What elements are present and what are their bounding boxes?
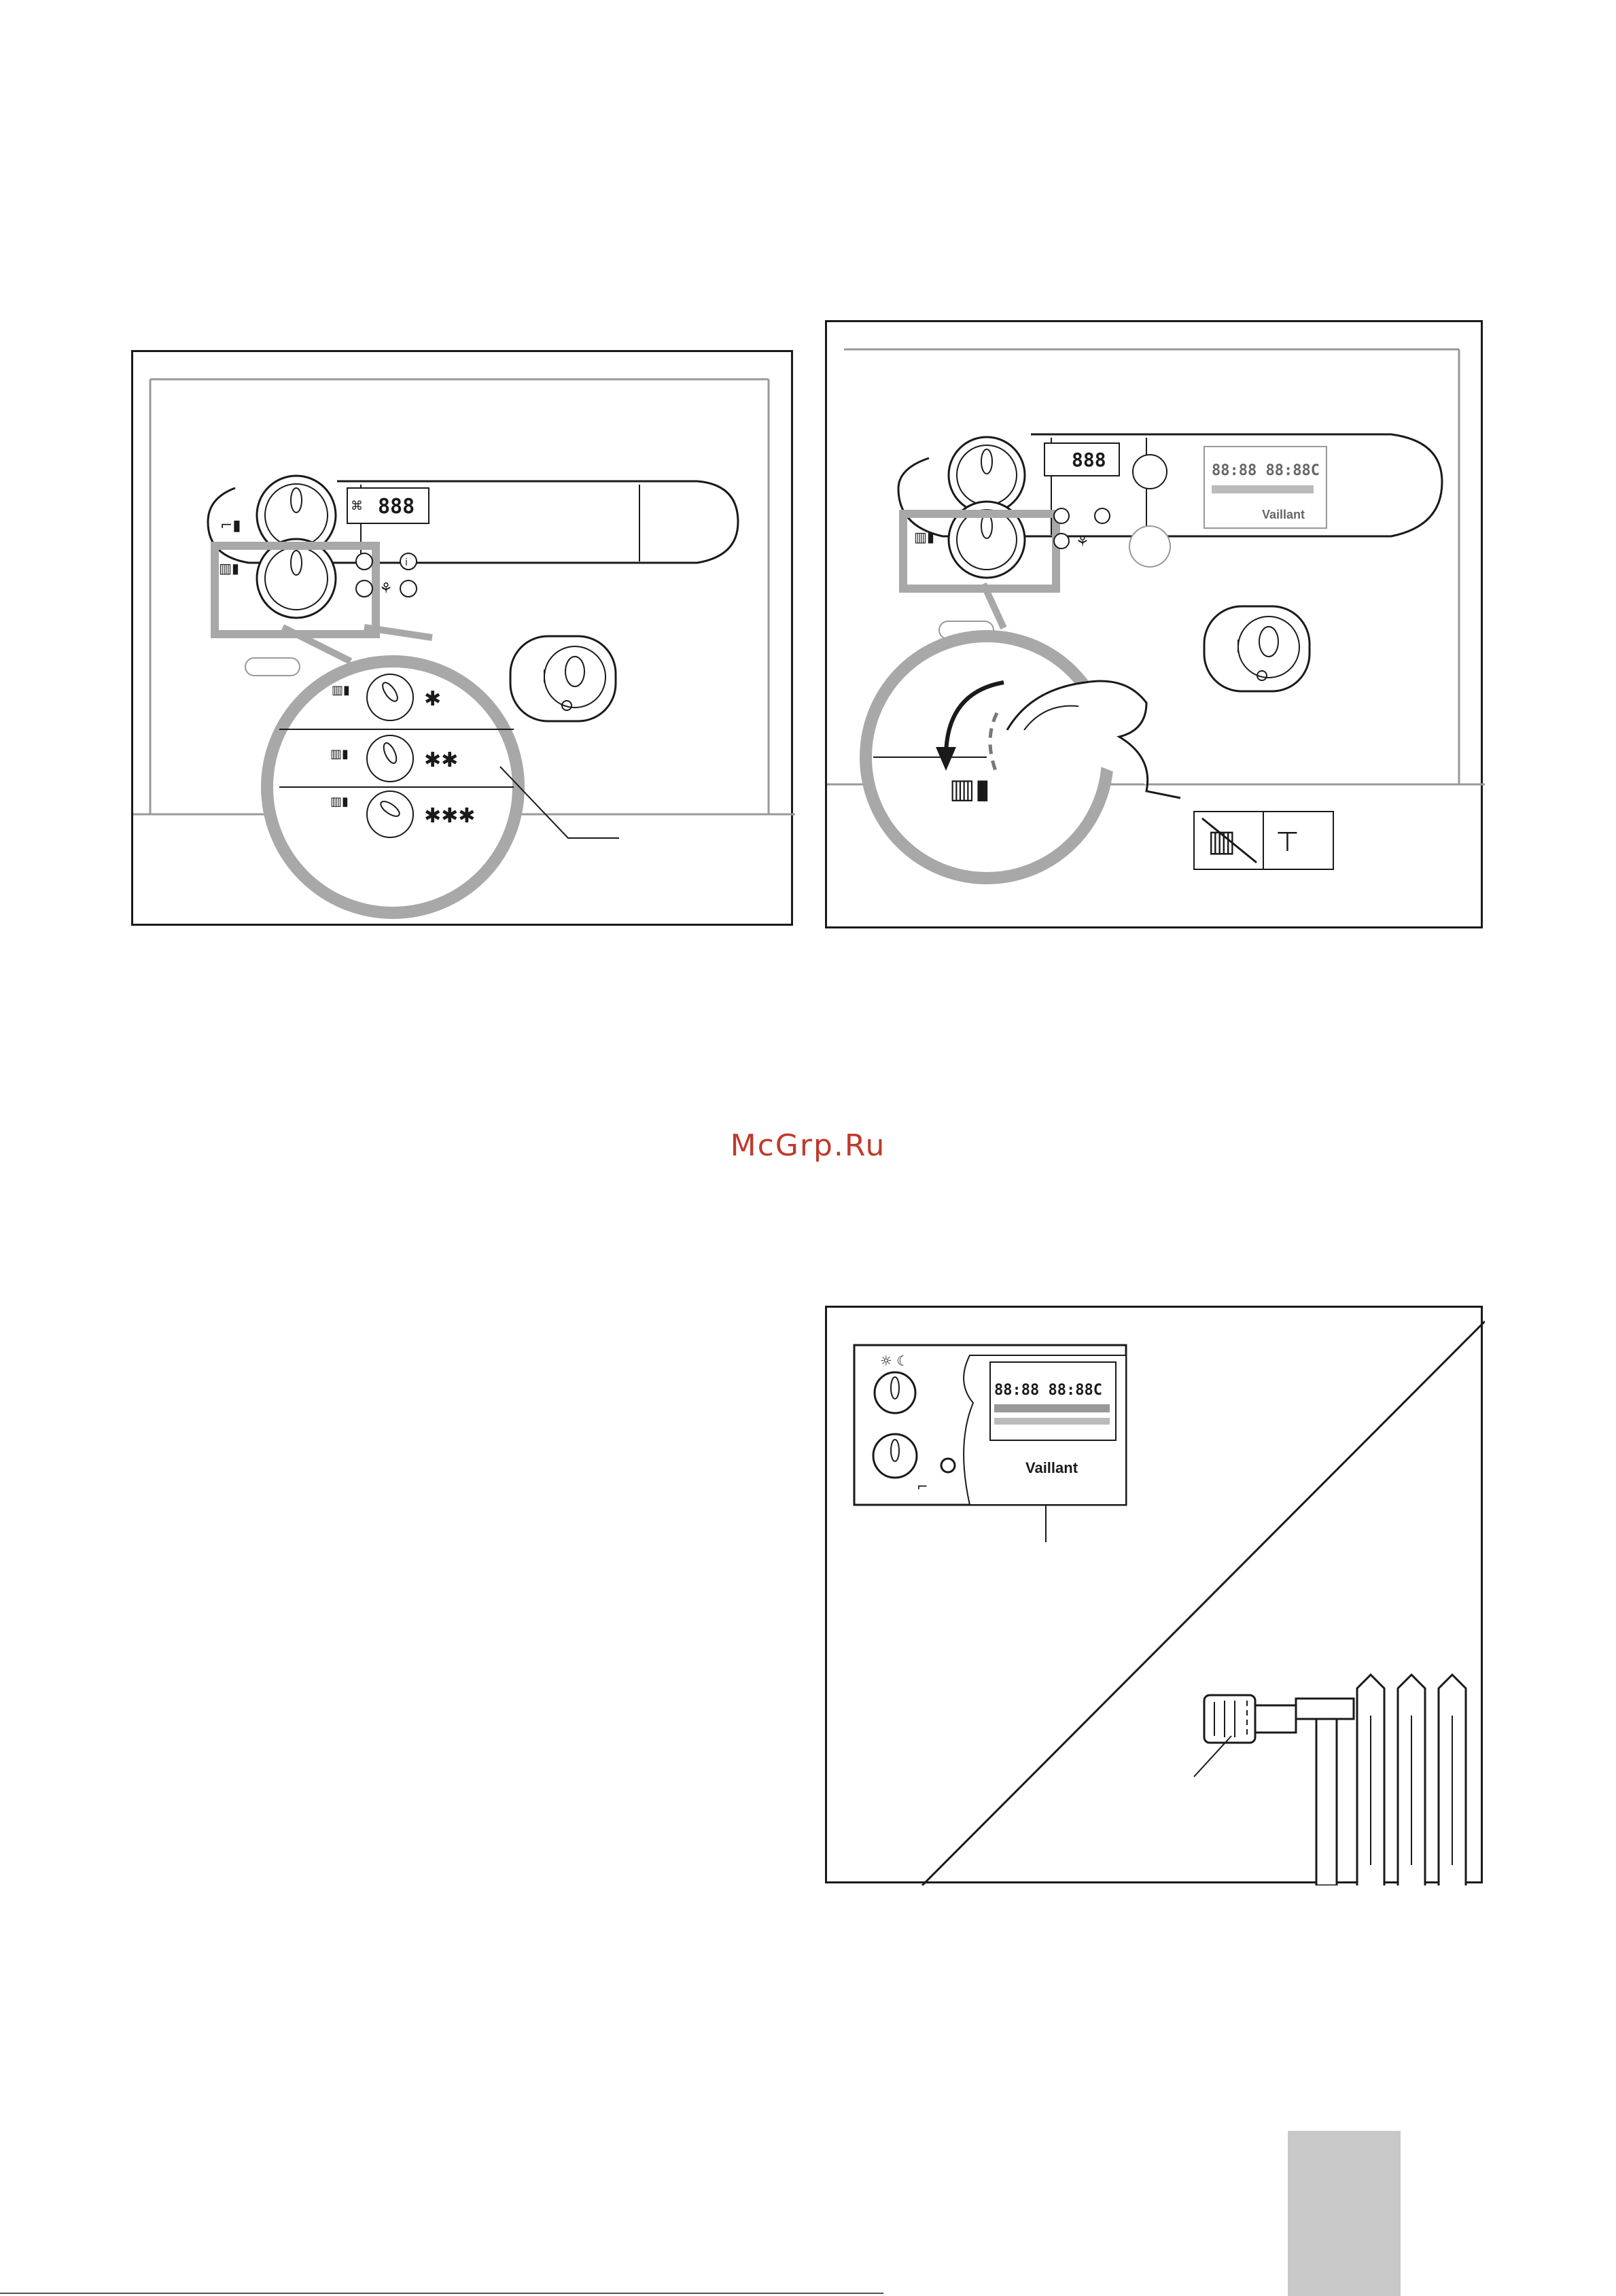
radiator-icon: ▥▮: [330, 747, 349, 761]
radiator-illustration: [1357, 1675, 1466, 1885]
radiator-icon: ▥▮: [332, 683, 350, 697]
service-icon: ⌘: [351, 499, 363, 513]
controller-temp-dial: [1129, 526, 1170, 567]
sun-moon-icon: ☼ ☾: [880, 1353, 909, 1369]
heating-dial: [257, 539, 336, 618]
thermostatic-valve: [1204, 1695, 1354, 1885]
radiator-icon: ▥▮: [330, 795, 349, 809]
info-icon: i: [405, 557, 408, 568]
hot-water-tap-icon: ⌐▮: [220, 517, 241, 534]
frost-icon: ✱: [424, 687, 441, 711]
figure-controller-and-valve: ☼ ☾ ⌐ 88:88 88:88C Vaillant: [825, 1306, 1483, 1883]
frost-setting-magnifier: ▥▮ ✱ ▥▮ ✱✱ ▥▮ ✱✱✱: [267, 661, 519, 913]
figure-boiler-frost-settings: ⌐▮ ▥▮ 888 ⌘ i ⚘: [131, 350, 793, 926]
controller-mode-dial: [1133, 455, 1167, 489]
room-controller: ☼ ☾ ⌐ 88:88 88:88C Vaillant: [854, 1345, 1126, 1505]
footer-rule: [0, 2293, 883, 2294]
frost-icon: ✱✱✱: [424, 804, 475, 828]
minus-button: [356, 580, 372, 597]
summer-mode-symbol: ▥ ⊤: [1194, 812, 1333, 869]
reset-button: [1054, 508, 1069, 523]
main-switch: [1204, 606, 1310, 691]
controller-screen: [990, 1362, 1116, 1440]
display-digits: 888: [378, 495, 415, 519]
radiator-temp-icon: ▥▮: [949, 773, 990, 805]
main-switch: [510, 636, 616, 721]
page-tab: [1288, 2131, 1401, 2296]
reset-button: [356, 553, 372, 570]
info-button: [1095, 508, 1110, 523]
radiator-icon: ▥▮: [219, 560, 239, 576]
figure-2-drawing: ▥▮ 888 ⚘ 88:88 88:88C Vaillant: [827, 322, 1485, 930]
controller-display-text: 88:88 88:88C: [994, 1382, 1102, 1399]
tap-icon: ⌐: [917, 1478, 928, 1495]
figure-1-drawing: ⌐▮ ▥▮ 888 ⌘ i ⚘: [133, 352, 795, 928]
info-button: [400, 553, 417, 570]
chimney-sweep-icon: ⚘: [379, 580, 393, 597]
minus-button: [1054, 534, 1069, 549]
brand-label: Vaillant: [1025, 1459, 1078, 1476]
brand-label: Vaillant: [1262, 508, 1305, 521]
frost-icon: ✱✱: [424, 748, 458, 772]
figure-3-drawing: ☼ ☾ ⌐ 88:88 88:88C Vaillant: [827, 1308, 1485, 1885]
chimney-sweep-icon: ⚘: [1076, 534, 1089, 551]
figure-turn-heating-dial: ▥▮ 888 ⚘ 88:88 88:88C Vaillant: [825, 320, 1483, 928]
radiator-icon: ▥▮: [914, 529, 934, 545]
watermark: McGrp.Ru: [0, 1128, 1616, 1163]
plus-button: [400, 580, 417, 597]
tap-icon: ⊤: [1276, 827, 1299, 858]
controller-display-text: 88:88 88:88C: [1212, 462, 1320, 479]
display-digits: 888: [1072, 449, 1106, 471]
